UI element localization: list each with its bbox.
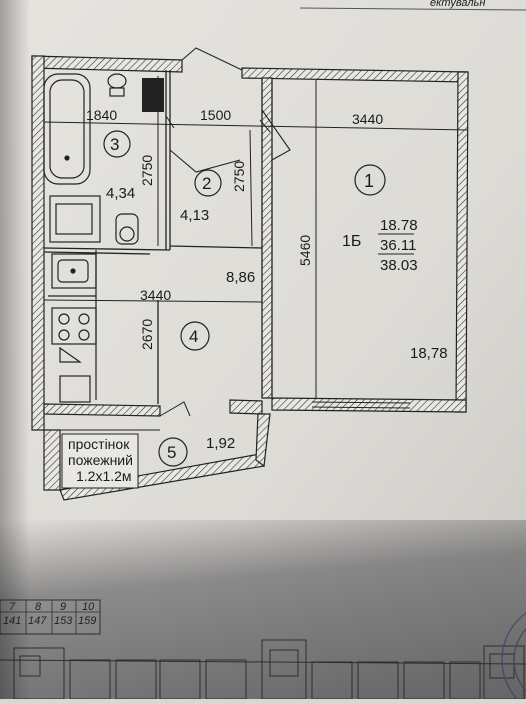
fire-gap-line1: простінок <box>68 436 130 452</box>
fire-gap-line3: 1.2x1.2м <box>76 468 132 484</box>
dim-5460: 5460 <box>297 235 313 266</box>
room-1-number: 1 <box>364 171 374 191</box>
dim-3440-mid: 3440 <box>140 287 171 303</box>
room-4-circle <box>180 321 210 351</box>
unit-living-area: 18.78 <box>380 217 418 234</box>
room-4-area: 8,86 <box>226 269 255 286</box>
window-line-living <box>311 401 411 404</box>
room-1-circle <box>354 164 386 196</box>
toilet-bottom <box>115 213 139 245</box>
unit-gross-area: 38.03 <box>380 257 418 274</box>
outer-walls <box>31 55 469 431</box>
apt-159: 159 <box>78 615 96 627</box>
header-rule <box>299 7 526 11</box>
room-2-area: 4,13 <box>180 207 209 224</box>
unit-type: 1Б <box>342 233 361 250</box>
riser-block <box>142 78 164 112</box>
floor-8: 8 <box>35 601 42 613</box>
room-2-circle <box>194 169 222 197</box>
room-5-area: 1,92 <box>206 435 235 452</box>
entrance-door <box>169 47 291 173</box>
room-4-number: 4 <box>189 327 198 346</box>
washing-machine <box>49 195 101 243</box>
dim-2670: 2670 <box>139 319 155 350</box>
unit-total-area: 36.11 <box>380 237 416 254</box>
bathtub <box>43 73 91 185</box>
floor-9: 9 <box>60 601 66 613</box>
apt-141: 141 <box>3 615 21 627</box>
room-1-area: 18,78 <box>410 345 448 362</box>
fire-gap-line2: пожежний <box>68 452 133 468</box>
floor-7: 7 <box>9 601 16 613</box>
dimension-lines <box>43 76 469 404</box>
dim-2750-left: 2750 <box>139 155 155 186</box>
room-5-number: 5 <box>167 443 176 462</box>
room-5-circle <box>158 437 188 467</box>
room-2-number: 2 <box>202 174 211 193</box>
apt-147: 147 <box>28 615 47 627</box>
dim-1500: 1500 <box>200 107 231 123</box>
toilet-top <box>107 73 127 97</box>
kitchen-counter <box>48 250 97 403</box>
floor-10: 10 <box>82 601 95 613</box>
header-fragment-text: ектувальн <box>430 0 485 9</box>
dim-2750-right: 2750 <box>231 161 247 192</box>
room-3-circle <box>103 130 131 158</box>
dim-1840: 1840 <box>86 107 117 123</box>
apt-153: 153 <box>54 615 73 627</box>
dim-3440-top: 3440 <box>352 111 383 127</box>
window-line-living-2 <box>311 406 411 409</box>
room-3-area: 4,34 <box>106 185 135 202</box>
fire-gap-box <box>61 433 139 489</box>
room-3-number: 3 <box>110 135 119 154</box>
